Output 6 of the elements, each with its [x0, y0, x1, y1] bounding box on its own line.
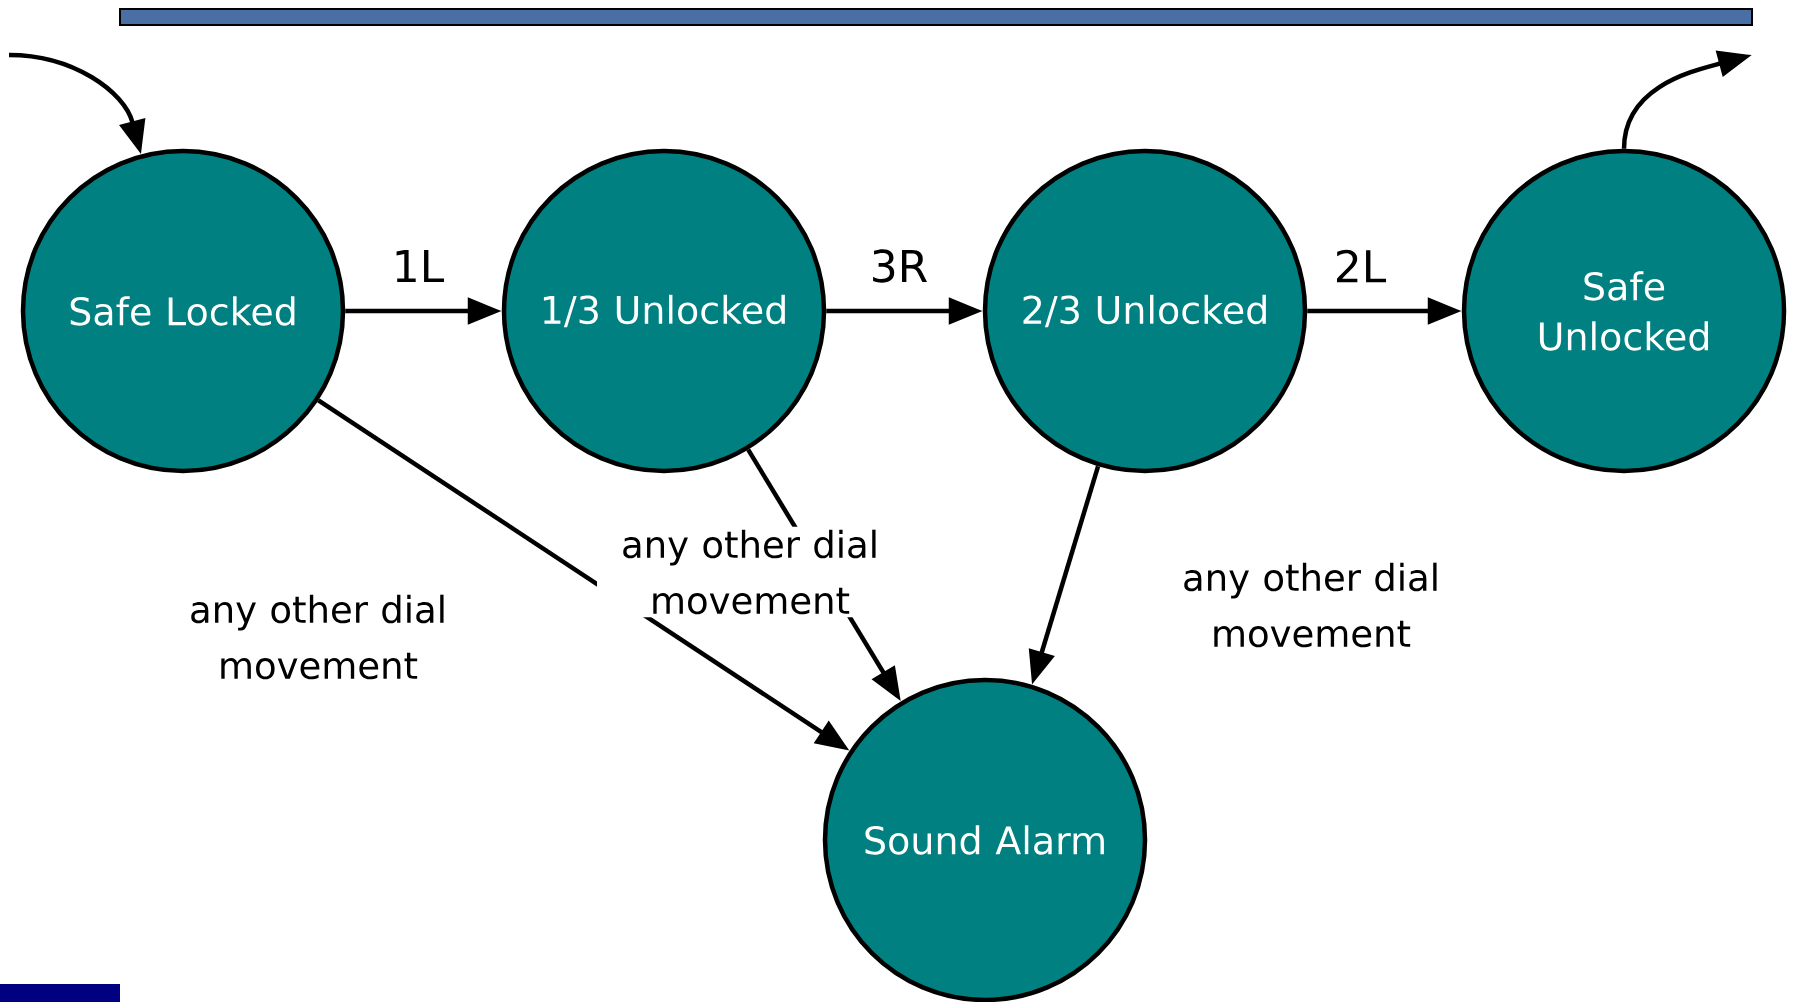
- edge-label: 2L: [1330, 246, 1390, 286]
- edge-label: 3R: [866, 246, 932, 286]
- edge-label: any other dial movement: [165, 591, 471, 683]
- edge-label: any other dial movement: [597, 526, 903, 618]
- edge-label: 1L: [388, 246, 448, 286]
- edge-label: any other dial movement: [1158, 559, 1464, 651]
